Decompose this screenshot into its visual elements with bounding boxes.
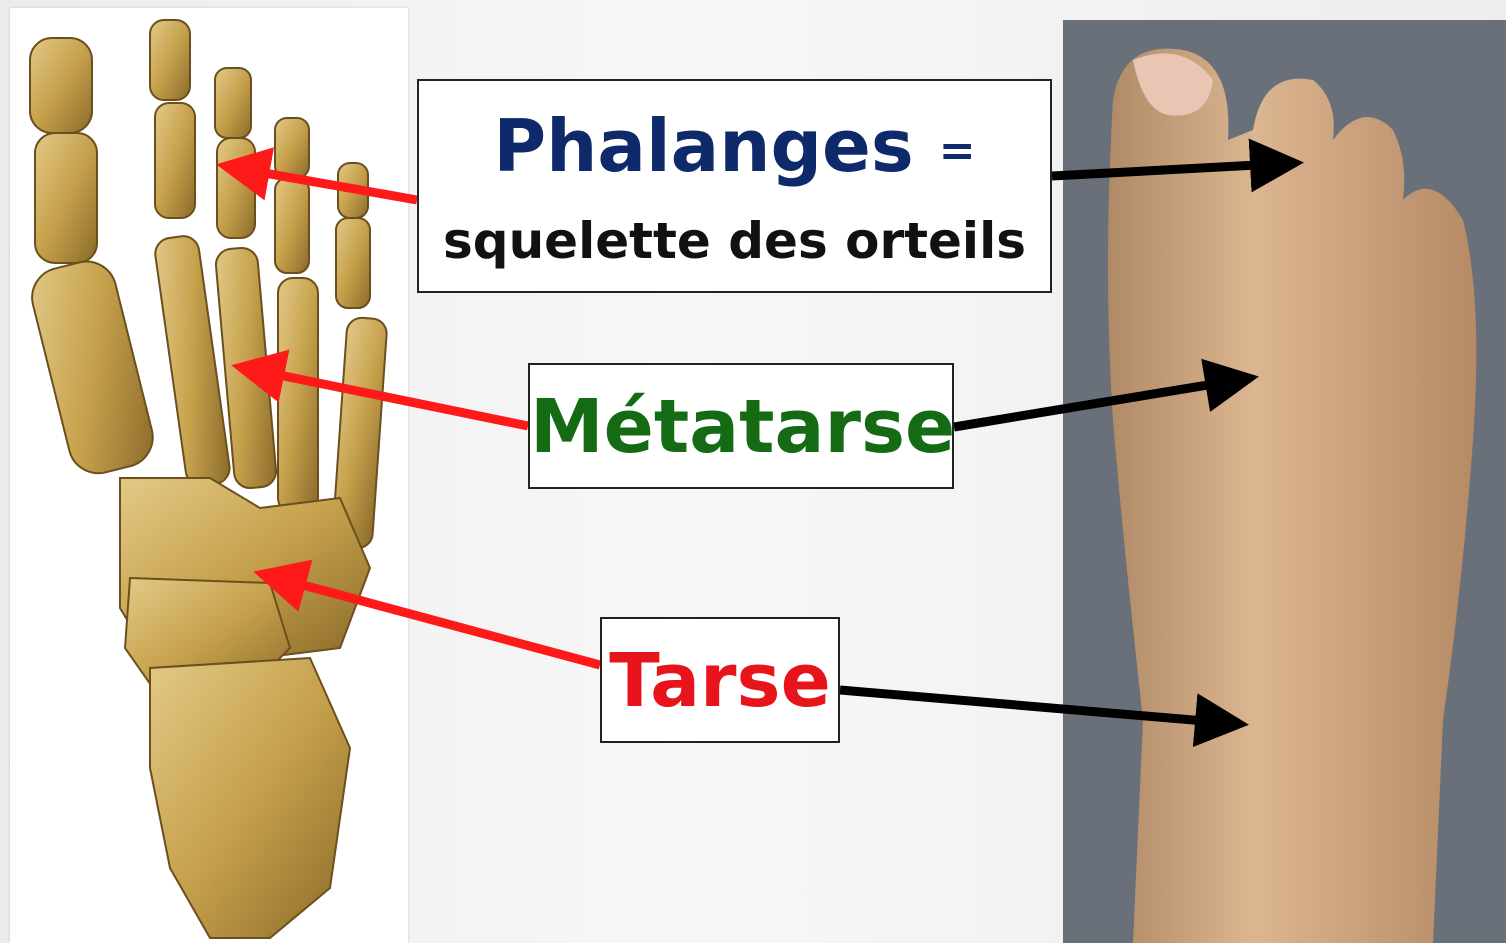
tarse-label-box: Tarse [600,617,840,743]
phalanges-equals: = [939,125,976,176]
arrow-phalanges-skeleton [225,166,417,200]
phalanges-subtitle: squelette des orteils [419,211,1050,271]
phalanges-title: Phalanges [493,104,913,188]
metatarse-title: Métatarse [530,382,952,472]
tarse-title: Tarse [602,636,838,726]
arrow-tarse-skeleton [262,574,600,665]
metatarse-label-box: Métatarse [528,363,954,489]
arrow-metatarse-skeleton [240,367,528,426]
arrow-metatarse-photo [954,378,1250,427]
phalanges-label-box: Phalanges = squelette des orteils [417,79,1052,293]
arrow-tarse-photo [840,690,1240,724]
phalanges-title-line: Phalanges = [419,101,1050,196]
arrow-phalanges-photo [1052,163,1295,176]
